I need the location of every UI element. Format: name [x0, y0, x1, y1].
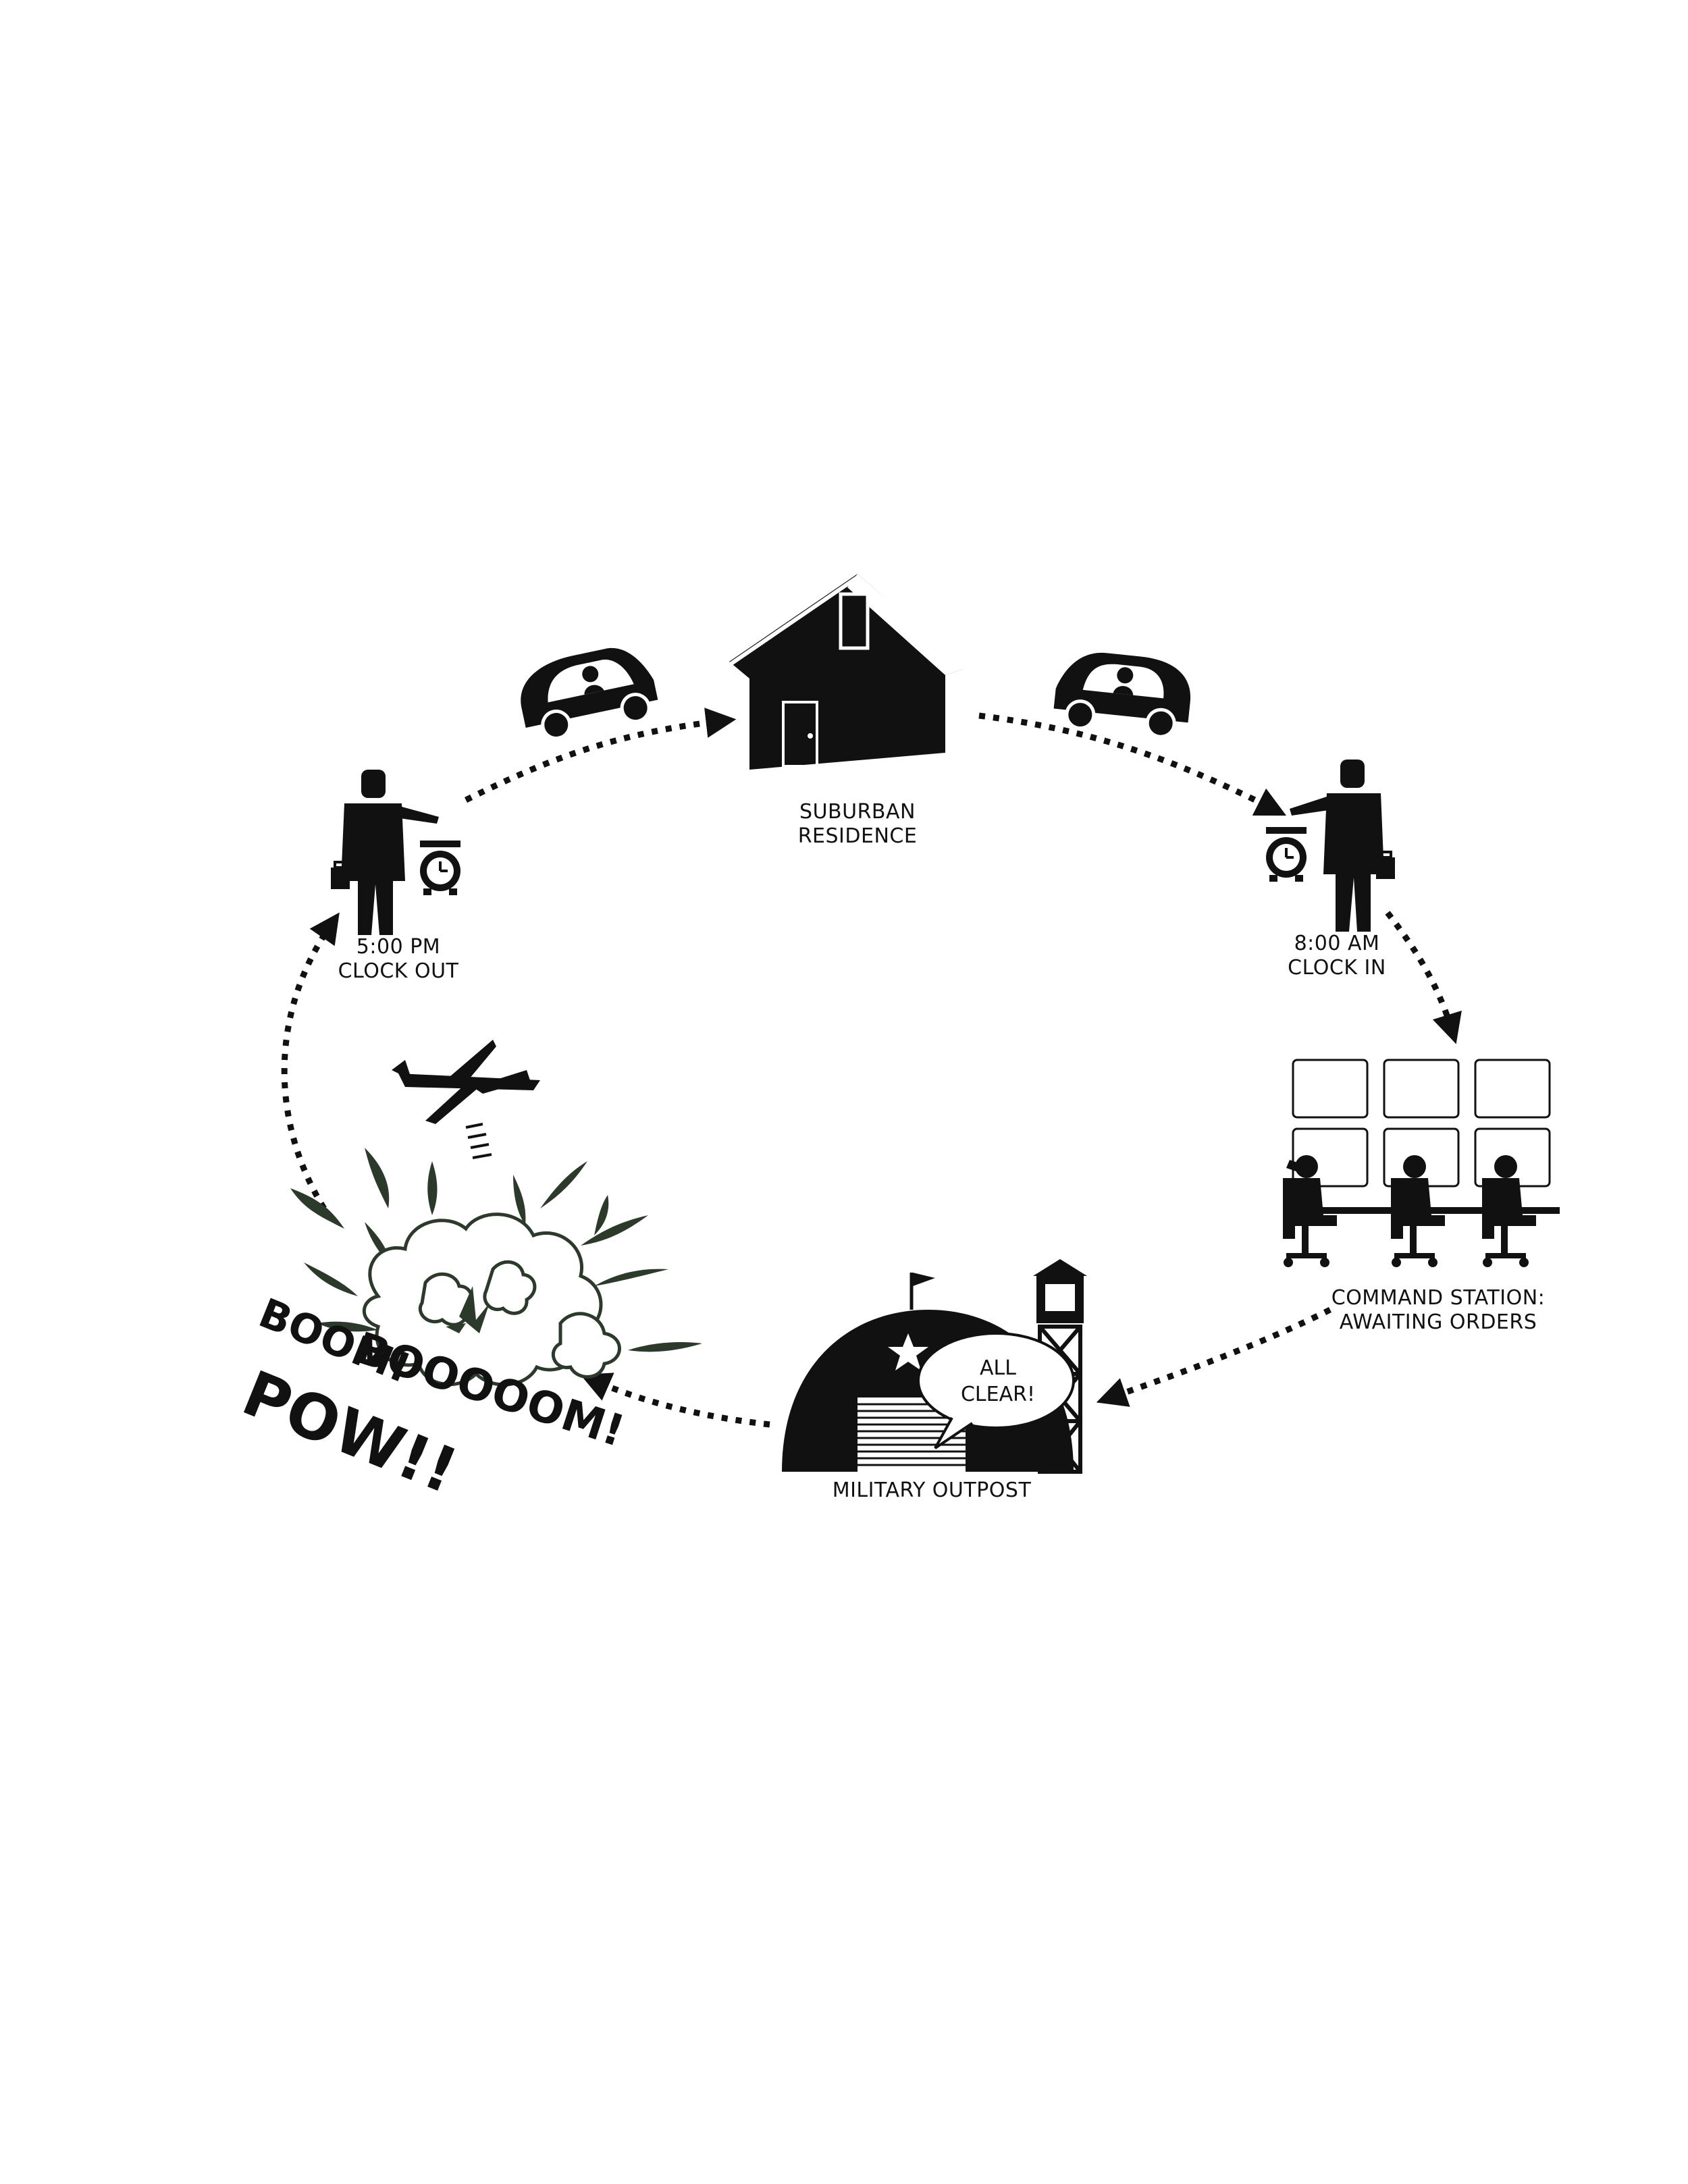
house-icon: [728, 574, 967, 770]
residence-label-line-1: SUBURBAN: [799, 800, 916, 824]
alarm-clock-icon-clock-out: [420, 841, 460, 895]
alarm-clock-icon-clock-in: [1266, 827, 1307, 882]
speech-bubble: ALL CLEAR!: [917, 1332, 1075, 1449]
clock-in-label-line-1: 8:00 AM: [1294, 932, 1380, 955]
operators-icon: [1283, 1155, 1560, 1267]
military-outpost-icon: ALL CLEAR!: [782, 1259, 1087, 1474]
flag-icon: [913, 1273, 935, 1286]
military-outpost-label: MILITARY OUTPOST: [797, 1479, 1067, 1503]
worker-icon-clock-in: [1290, 760, 1395, 932]
bubble-line-2: CLEAR!: [961, 1383, 1035, 1406]
star-icon: [888, 1333, 928, 1370]
arrow-clockin-to-command: [1385, 911, 1462, 1044]
bubble-line-1: ALL: [980, 1356, 1016, 1380]
clock-out-label-line-2: CLOCK OUT: [338, 959, 459, 983]
arrow-strike-to-clockout: [281, 912, 340, 1210]
explosion-icon: [290, 1148, 702, 1387]
clock-in-label-line-2: CLOCK IN: [1288, 956, 1386, 980]
command-station-label-line-1: COMMAND STATION:: [1331, 1286, 1546, 1310]
command-station-label: COMMAND STATION: AWAITING ORDERS: [1303, 1286, 1573, 1335]
car-icon-right: [1053, 652, 1191, 739]
arrow-clockout-to-residence: [464, 708, 737, 803]
residence-label: SUBURBAN RESIDENCE: [770, 800, 945, 849]
arrow-command-to-outpost: [1096, 1306, 1332, 1407]
arrow-outpost-to-strike: [580, 1373, 770, 1428]
clock-in-label: 8:00 AM CLOCK IN: [1249, 932, 1425, 980]
clock-out-label: 5:00 PM CLOCK OUT: [311, 935, 486, 984]
car-icon-left: [521, 647, 658, 741]
drone-icon: [392, 1040, 540, 1159]
clock-out-label-line-1: 5:00 PM: [356, 935, 441, 959]
monitor-wall-icon: [1292, 1059, 1551, 1188]
residence-label-line-2: RESIDENCE: [797, 824, 918, 848]
military-outpost-label-line-1: MILITARY OUTPOST: [832, 1479, 1032, 1502]
worker-icon-clock-out: [331, 770, 439, 935]
arrow-residence-to-clockin: [978, 712, 1287, 816]
command-station-label-line-2: AWAITING ORDERS: [1339, 1310, 1537, 1334]
dotted-arrows: [281, 708, 1462, 1428]
